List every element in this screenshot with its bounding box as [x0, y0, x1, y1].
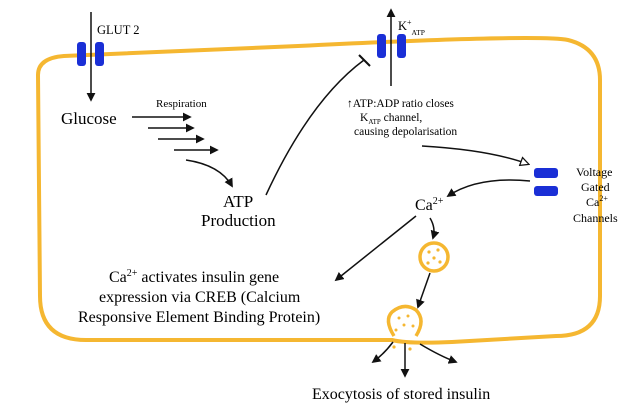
ratio-text-1: ATP:ADP ratio closes	[353, 98, 455, 110]
calcium-base: Ca	[415, 197, 433, 214]
katp-channel-icon	[377, 34, 406, 58]
exocytosis-arrows	[371, 341, 458, 378]
ca-influx-arrow	[446, 179, 531, 197]
insulin-vesicle-icon	[418, 241, 450, 273]
ratio-label-line3: causing depolarisation	[354, 126, 457, 138]
vesicle-to-membrane-arrow	[416, 272, 431, 309]
vgcc-label-line2: Gated	[581, 180, 610, 194]
ca-to-vesicle-arrow	[429, 217, 440, 240]
atp-label: ATP	[223, 192, 253, 211]
respiration-arrows	[132, 112, 219, 155]
calcium-label: Ca2+	[415, 196, 444, 214]
atp-production-label: Production	[201, 211, 276, 230]
fusing-vesicle-icon	[386, 304, 423, 351]
respiration-label: Respiration	[156, 98, 207, 110]
calcium-sup: 2+	[433, 196, 444, 207]
voltage-gated-ca-channel-icon	[534, 168, 558, 196]
vgcc-label-line3: Ca2+	[586, 194, 608, 209]
creb-label-line3: Responsive Element Binding Protein)	[78, 309, 320, 326]
vgcc-label-line1: Voltage	[576, 165, 612, 179]
creb-label-line1: Ca2+ activates insulin gene	[109, 268, 279, 286]
vgcc-ca: Ca	[586, 195, 600, 209]
atp-inhibits-katp-line	[265, 59, 365, 196]
depolarisation-arrow	[421, 145, 528, 164]
ratio-channel-text: channel,	[381, 112, 423, 124]
ratio-k: K	[360, 112, 369, 124]
katp-sub: ATP	[412, 28, 425, 37]
creb-ca-sup: 2+	[127, 268, 138, 279]
glut2-channel-icon	[77, 42, 104, 66]
vgcc-label-line4: Channels	[573, 211, 618, 225]
katp-sup: +	[407, 18, 412, 27]
creb-text-1: activates insulin gene	[137, 269, 279, 286]
glut2-label: GLUT 2	[97, 23, 139, 37]
inhibition-bar	[358, 54, 371, 67]
respiration-to-atp-arrow	[185, 159, 233, 188]
vgcc-ca-sup: 2+	[599, 194, 608, 203]
creb-ca: Ca	[109, 269, 127, 286]
ratio-label-line1: ↑ATP:ADP ratio closes	[347, 98, 454, 110]
ca-to-creb-arrow	[334, 215, 417, 282]
cell-membrane	[35, 36, 602, 345]
creb-label-line2: expression via CREB (Calcium	[99, 289, 301, 306]
glucose-label: Glucose	[61, 109, 117, 128]
ratio-label-line2: KATP channel,	[360, 112, 422, 126]
katp-top-label: K+ATP	[398, 18, 425, 37]
ratio-up-arrow: ↑	[347, 98, 353, 110]
exocytosis-label: Exocytosis of stored insulin	[312, 386, 490, 403]
katp-k: K	[398, 19, 407, 33]
ratio-k-sub: ATP	[368, 118, 381, 126]
